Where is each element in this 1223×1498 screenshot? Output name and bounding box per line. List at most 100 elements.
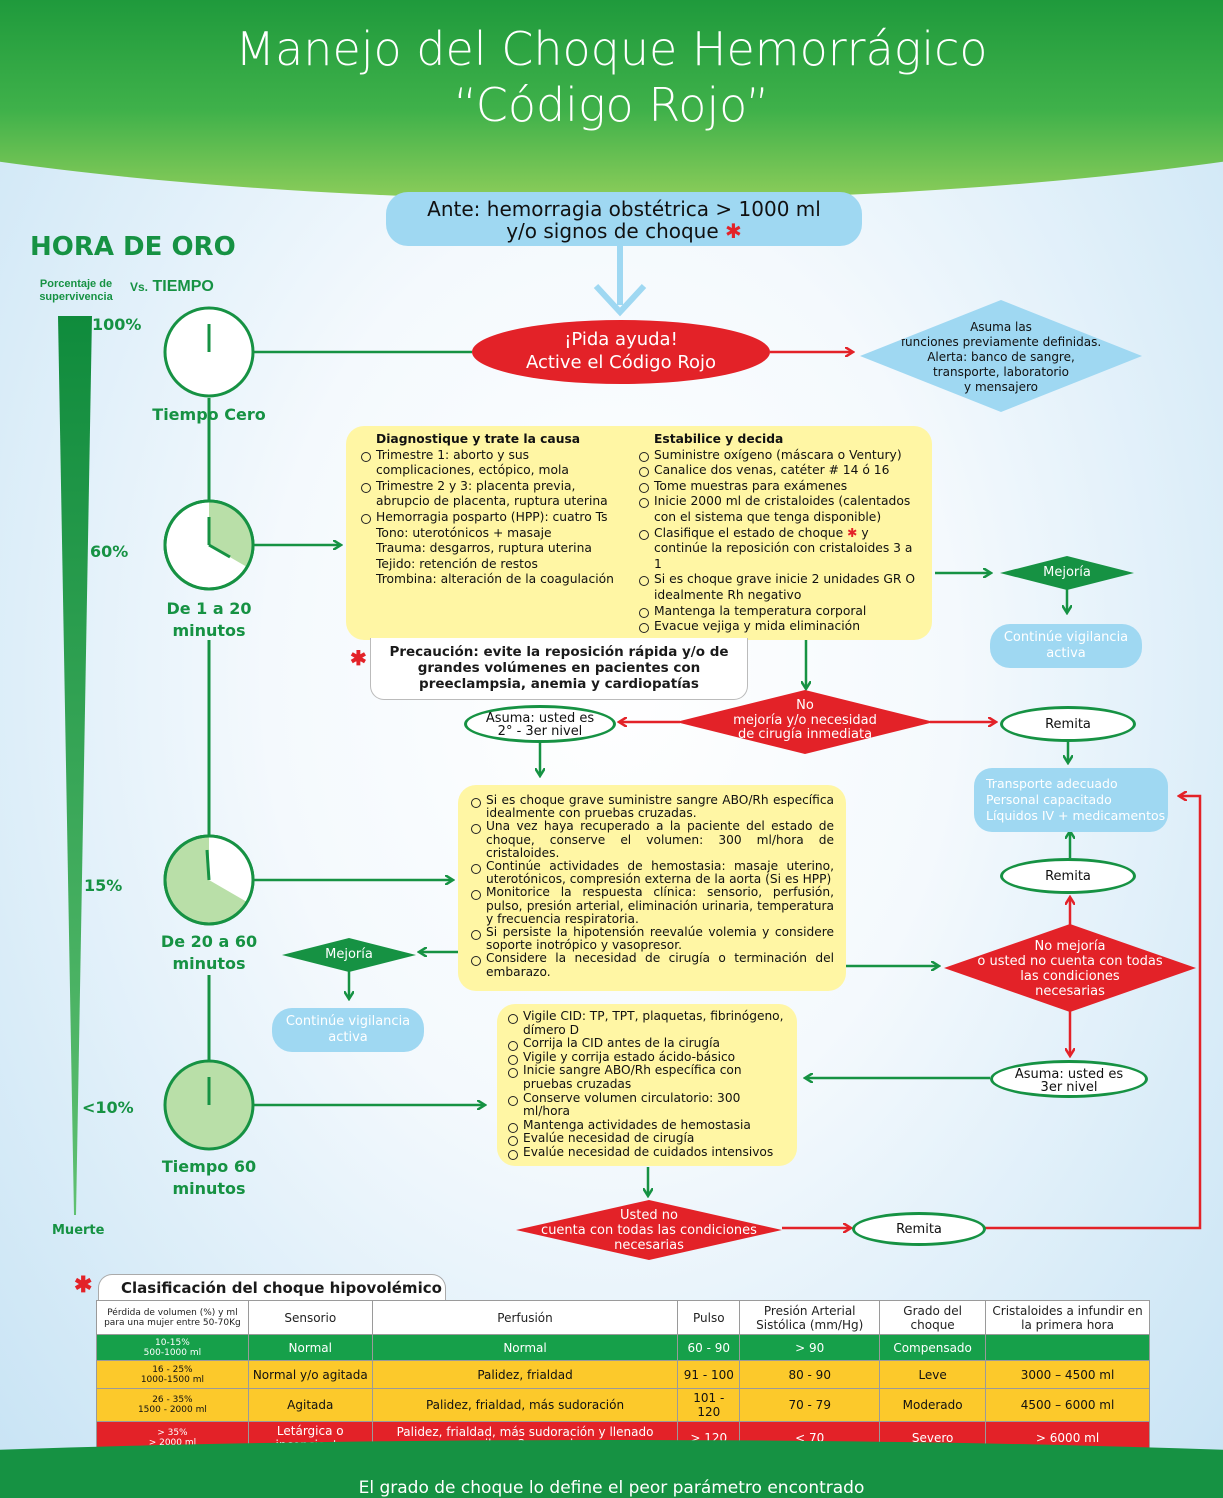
asterisk-icon: ✱ (725, 219, 742, 243)
no-mejoria-2-line: necesarias (1035, 984, 1105, 999)
trigger-line2: y/o signos de choque (506, 219, 719, 243)
header-banner (0, 0, 1223, 200)
clock-icon-2 (163, 834, 255, 926)
vs-tiempo: Vs. TIEMPO (130, 278, 214, 296)
stabilize-item: Suministre oxígeno (máscara o Ventury) (638, 448, 924, 464)
grado-cell: Leve (879, 1360, 987, 1389)
tiempo-label: TIEMPO (152, 278, 214, 295)
stabilize-item: Si es choque grave inicie 2 unidades GR … (638, 572, 924, 603)
asuma-funciones-line: Alerta: banco de sangre, (927, 350, 1075, 364)
asuma-nivel-2-line1: Asuma: usted es (1014, 1067, 1124, 1082)
cid-item: Conserve volumen circulatorio: 300 ml/ho… (507, 1091, 787, 1119)
stabilize-title: Estabilice y decida (654, 432, 784, 446)
survival-label: Porcentaje de supervivencia (39, 278, 113, 303)
transporte-line: Transporte adecuado (986, 776, 1118, 791)
grado-cell: Compensado (879, 1334, 987, 1361)
classification-table: Pérdida de volumen (%) y ml para una muj… (96, 1300, 1150, 1455)
percent-less-10: <10% (82, 1098, 134, 1117)
pas-cell: 70 - 79 (739, 1388, 881, 1422)
four-ts-item: Trombina: alteración de la coagulación (376, 572, 614, 587)
asuma-funciones-line: transporte, laboratorio (932, 365, 1070, 379)
diagnose-item: Hemorragia posparto (HPP): cuatro Ts (360, 510, 630, 526)
asuma-funciones-line: y mensajero (964, 380, 1038, 394)
sensorio-cell: Normal (247, 1334, 373, 1361)
cid-item: Corrija la CID antes de la cirugía (507, 1037, 787, 1051)
treatment-item: Si persiste la hipotensión reevalúe vole… (470, 925, 834, 952)
remita-oval-2: Remita (1000, 858, 1136, 894)
stabilize-box: Diagnostique y trate la causa Trimestre … (346, 426, 932, 640)
vigilancia-pill-2: Continúe vigilancia activa (272, 1008, 424, 1052)
diagnose-item: Trimestre 1: aborto y sus complicaciones… (360, 448, 630, 479)
loss-cell: 16 - 25%1000-1500 ml (96, 1360, 249, 1389)
page-title: Manejo del Choque Hemorrágico (235, 22, 988, 76)
pulso-cell: 60 - 90 (677, 1334, 741, 1361)
asterisk-icon: ✱ (350, 648, 367, 670)
treatment-item: Monitorice la respuesta clínica: sensori… (470, 886, 834, 926)
classify-text: Clasifique el estado de choque (654, 525, 844, 540)
remita-oval-3: Remita (852, 1212, 986, 1246)
percent-100: 100% (92, 315, 142, 334)
treatment-item: Considere la necesidad de cirugía o term… (470, 952, 834, 978)
asterisk-icon: ✱ (74, 1272, 93, 1297)
treatment-item: Si es choque grave suministre sangre ABO… (470, 793, 834, 820)
hora-de-oro-heading: HORA DE ORO (30, 232, 236, 262)
sensorio-cell: Normal y/o agitada (247, 1360, 373, 1389)
asuma-nivel-line1: Asuma: usted es (485, 711, 595, 726)
transporte-box: Transporte adecuado Personal capacitado … (974, 768, 1168, 832)
cid-item: Inicie sangre ABO/Rh específica con prue… (507, 1064, 787, 1091)
asuma-nivel-2-line2: 3er nivel (1040, 1080, 1098, 1095)
table-row: 16 - 25%1000-1500 ml Normal y/o agitada … (96, 1360, 1150, 1389)
treatment-box-3: Vigile CID: TP, TPT, plaquetas, fibrinóg… (497, 1004, 797, 1166)
treatment-item: Continúe actividades de hemostasia: masa… (470, 859, 834, 886)
vigilancia-pill-1: Continúe vigilancia activa (990, 624, 1142, 668)
no-mejoria-line2: mejoría y/o necesidad (733, 712, 877, 728)
loss-cell: 10-15%500-1000 ml (96, 1334, 249, 1361)
table-row: 26 - 35%1500 - 2000 ml Agitada Palidez, … (96, 1388, 1150, 1422)
remita-oval-1: Remita (1000, 706, 1136, 742)
loss-cell: 26 - 35%1500 - 2000 ml (96, 1388, 249, 1422)
percent-15: 15% (84, 876, 123, 895)
asuma-nivel-oval-2: Asuma: usted es 3er nivel (990, 1060, 1148, 1098)
asuma-nivel-oval-1: Asuma: usted es 2° - 3er nivel (464, 705, 616, 743)
table-header: Presión Arterial Sistólica (mm/Hg) (739, 1300, 881, 1335)
table-title: Clasificación del choque hipovolémico (98, 1274, 446, 1300)
classify-tail: y continúe la reposición con cristaloide… (654, 525, 913, 571)
loss-percent: 26 - 35% (152, 1395, 193, 1405)
timeline-label-2: De 20 a 60 minutos (160, 932, 258, 973)
transporte-line: Líquidos IV + medicamentos (986, 808, 1166, 823)
cid-item: Vigile CID: TP, TPT, plaquetas, fibrinóg… (507, 1009, 787, 1037)
no-mejoria-2-line: o usted no cuenta con todas (977, 954, 1163, 969)
stabilize-item: Tome muestras para exámenes (638, 479, 924, 495)
table-header: Pérdida de volumen (%) y ml para una muj… (96, 1300, 249, 1335)
treatment-item: Una vez haya recuperado a la paciente de… (470, 820, 834, 860)
asuma-funciones-line: Asuma las (970, 320, 1032, 334)
loss-percent: 16 - 25% (152, 1364, 193, 1375)
table-header: Grado del choque (879, 1300, 987, 1335)
loss-percent: > 35% (157, 1428, 188, 1438)
grado-cell: Moderado (879, 1388, 987, 1422)
clock-icon-0 (163, 306, 255, 398)
timeline-label-0: Tiempo Cero (152, 405, 266, 424)
loss-percent: 10-15% (155, 1337, 190, 1348)
table-header: Perfusión (371, 1300, 679, 1335)
no-mejoria-2-line: No mejoría (1034, 939, 1106, 954)
trigger-line1: Ante: hemorragia obstétrica > 1000 ml (427, 197, 821, 221)
four-ts-item: Tejido: retención de restos (376, 556, 538, 571)
loss-ml: 500-1000 ml (143, 1347, 202, 1358)
table-header: Sensorio (247, 1300, 373, 1335)
survival-wedge (58, 316, 92, 1215)
cristaloides-cell (985, 1334, 1150, 1361)
usted-no-line1: Usted no (620, 1208, 678, 1223)
stabilize-item: Evacue vejiga y mida eliminación (638, 619, 924, 635)
no-mejoria-line1: No (796, 698, 814, 713)
cid-item: Evalúe necesidad de cirugía (507, 1132, 787, 1146)
pulso-cell: 101 - 120 (677, 1388, 741, 1422)
stabilize-item: Mantenga la temperatura corporal (638, 604, 924, 620)
cristaloides-cell: 3000 – 4500 ml (985, 1360, 1150, 1389)
precaution-text: evite la reposición rápida y/o de grande… (417, 644, 729, 692)
no-mejoria-2-line: las condiciones (1020, 969, 1120, 984)
pida-ayuda-line1: ¡Pida ayuda! (564, 329, 678, 350)
diagnose-item: Trimestre 2 y 3: placenta previa, abrupc… (360, 479, 630, 510)
percent-60: 60% (90, 542, 129, 561)
